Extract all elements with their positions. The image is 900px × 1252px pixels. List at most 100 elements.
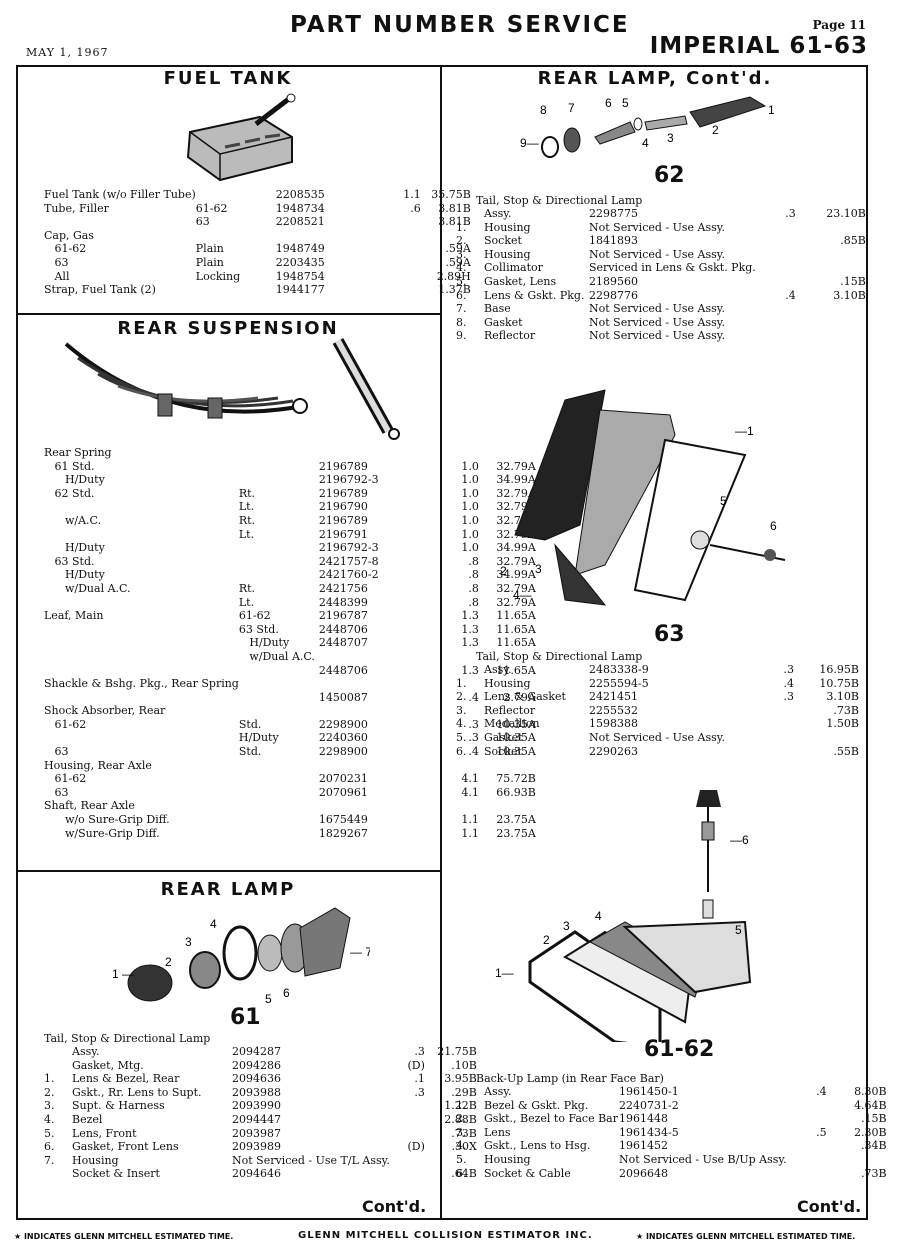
table-cell: .34B [861,1139,887,1153]
table-cell: .73B [833,703,859,717]
table-cell: .30X [451,1140,477,1154]
table-cell: Lens & Gasket [484,690,566,704]
table-cell: 8.30B [854,1085,887,1098]
callout-5b: 5 [622,96,629,110]
rear-suspension-section: REAR SUSPENSION [18,318,438,339]
table-cell: 11.65A [496,622,536,636]
table-cell: 1. [456,676,467,690]
table-cell: 3. [456,247,467,261]
table-cell: Gskt., Rr. Lens to Supt. [72,1085,202,1099]
table-cell: 2298776 [589,288,638,302]
table-cell: .73B [451,1126,477,1140]
table-cell: 4. [456,261,467,275]
table-cell [239,446,319,460]
rear-lamp-62-subtitle: Tail, Stop & Directional Lamp [476,194,643,207]
table-cell [787,1099,827,1113]
table-cell: .85B [840,234,866,248]
table-cell: Leaf, Main [44,609,104,623]
callout-4b: 4 [642,136,649,150]
rear-lamp-63-table: Tail, Stop & Directional Lamp Assy.24833… [456,650,859,758]
callout-2c: 2 [500,564,507,578]
callout-4d: 4 [595,909,602,923]
table-row: Shaft, Rear Axle [44,799,536,813]
table-cell: .15B [840,274,866,288]
table-cell: 1. [456,1098,467,1112]
table-cell: Gasket [484,730,523,744]
rear-spring-illustration [64,338,400,440]
rear-lamp-63-illustration: —1 5 6 2 3 4— [500,389,786,606]
table-cell: 2421760-2 [318,568,379,582]
table-cell: .1 [414,1072,425,1086]
figure-61-label: 61 [230,1005,261,1030]
divider-suspension-lamp [16,870,442,872]
footer-center: GLENN MITCHELL COLLISION ESTIMATOR INC. [298,1230,593,1241]
table-cell: 32.79A [496,581,536,595]
table-cell: 2196790 [318,500,368,514]
table-cell: Lt. [238,500,255,514]
table-cell [390,1113,425,1127]
table-cell: 2196789 [318,513,368,527]
table-cell: (D) [407,1140,425,1154]
table-cell: Lens & Gskt. Pkg. [484,288,585,302]
table-cell [756,275,796,289]
table-cell: Shackle & Bshg. Pkg., Rear Spring [44,677,239,691]
table-cell [239,541,319,555]
table-cell: 11.65A [496,609,536,623]
table-cell: Fuel Tank (w/o Filler Tube) [44,188,196,201]
rear-lamp-63-subtitle: Tail, Stop & Directional Lamp [476,650,643,663]
table-cell: .59A [445,242,471,256]
table-cell: 1829267 [318,826,368,840]
table-cell [239,568,319,582]
table-cell: 5. [456,274,467,288]
callout-6b: 6 [605,96,612,110]
table-cell [796,316,866,330]
table-cell: 1961450-1 [619,1085,679,1098]
table-cell [376,283,421,297]
table-cell: 63 Std. [44,554,95,568]
table-cell [376,270,421,284]
table-cell: 2290263 [589,744,638,758]
table-cell: 2421756 [318,581,368,595]
table-cell: Reflector [484,703,536,717]
table-cell: w/Dual A.C. [238,649,315,663]
table-cell [239,677,319,691]
table-cell: 2096648 [619,1166,668,1180]
table-cell [756,221,796,235]
table-cell: 2. [456,234,467,248]
table-cell [44,636,239,650]
table-cell: 2298775 [589,207,638,220]
table-cell: 2448706 [318,663,368,677]
table-cell: 3.95B [444,1072,477,1086]
table-cell: 2094287 [232,1045,281,1058]
callout-9: 9— [520,136,539,150]
table-cell: 2448706 [318,622,368,636]
table-cell: Not Serviced - Use Assy. [589,315,726,329]
table-cell: 2255594-5 [589,676,649,690]
footer-left: ★ INDICATES GLENN MITCHELL ESTIMATED TIM… [14,1232,234,1241]
fuel-tank-illustration [186,93,296,182]
table-cell: Medallion [484,717,540,731]
table-cell: 2094646 [232,1167,281,1181]
table-cell: Gasket [484,315,523,329]
table-cell: 2.89H [436,269,471,283]
page-date: MAY 1, 1967 [26,46,109,59]
callout-2b: 2 [712,123,719,137]
table-cell: 34.99A [496,568,536,582]
table-cell: .4 [783,676,795,690]
table-cell [319,759,429,773]
table-cell: 1. [44,1072,55,1086]
table-cell: 1948749 [275,242,325,256]
